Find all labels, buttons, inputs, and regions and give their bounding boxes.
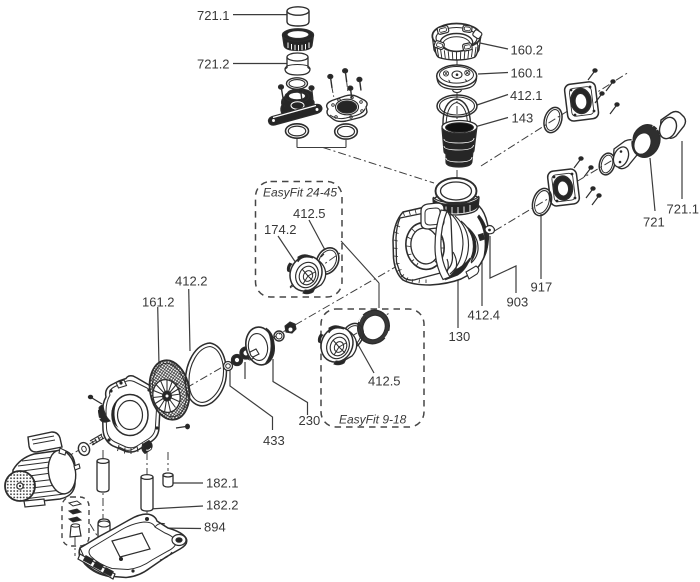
svg-text:EasyFit 9-18: EasyFit 9-18: [339, 413, 407, 427]
svg-text:721: 721: [643, 215, 665, 230]
svg-text:EasyFit 24-45: EasyFit 24-45: [263, 186, 337, 200]
svg-text:143: 143: [512, 111, 534, 126]
svg-text:412.5: 412.5: [293, 206, 326, 221]
svg-text:130: 130: [449, 329, 471, 344]
svg-text:721.1: 721.1: [667, 202, 700, 217]
svg-text:161.2: 161.2: [142, 295, 175, 310]
svg-text:894: 894: [204, 520, 226, 535]
svg-text:903: 903: [507, 295, 529, 310]
svg-text:174.2: 174.2: [264, 222, 297, 237]
svg-text:412.1: 412.1: [510, 88, 543, 103]
svg-text:182.2: 182.2: [206, 498, 239, 513]
svg-text:160.1: 160.1: [511, 66, 544, 81]
svg-text:230: 230: [299, 413, 321, 428]
svg-text:721.1: 721.1: [197, 8, 230, 23]
svg-text:433: 433: [263, 433, 285, 448]
svg-text:412.2: 412.2: [175, 274, 208, 289]
svg-text:412.5: 412.5: [368, 374, 401, 389]
svg-text:917: 917: [531, 280, 553, 295]
svg-text:721.2: 721.2: [197, 57, 230, 72]
svg-text:160.2: 160.2: [511, 43, 544, 58]
svg-text:412.4: 412.4: [468, 308, 501, 323]
svg-text:182.1: 182.1: [206, 476, 239, 491]
